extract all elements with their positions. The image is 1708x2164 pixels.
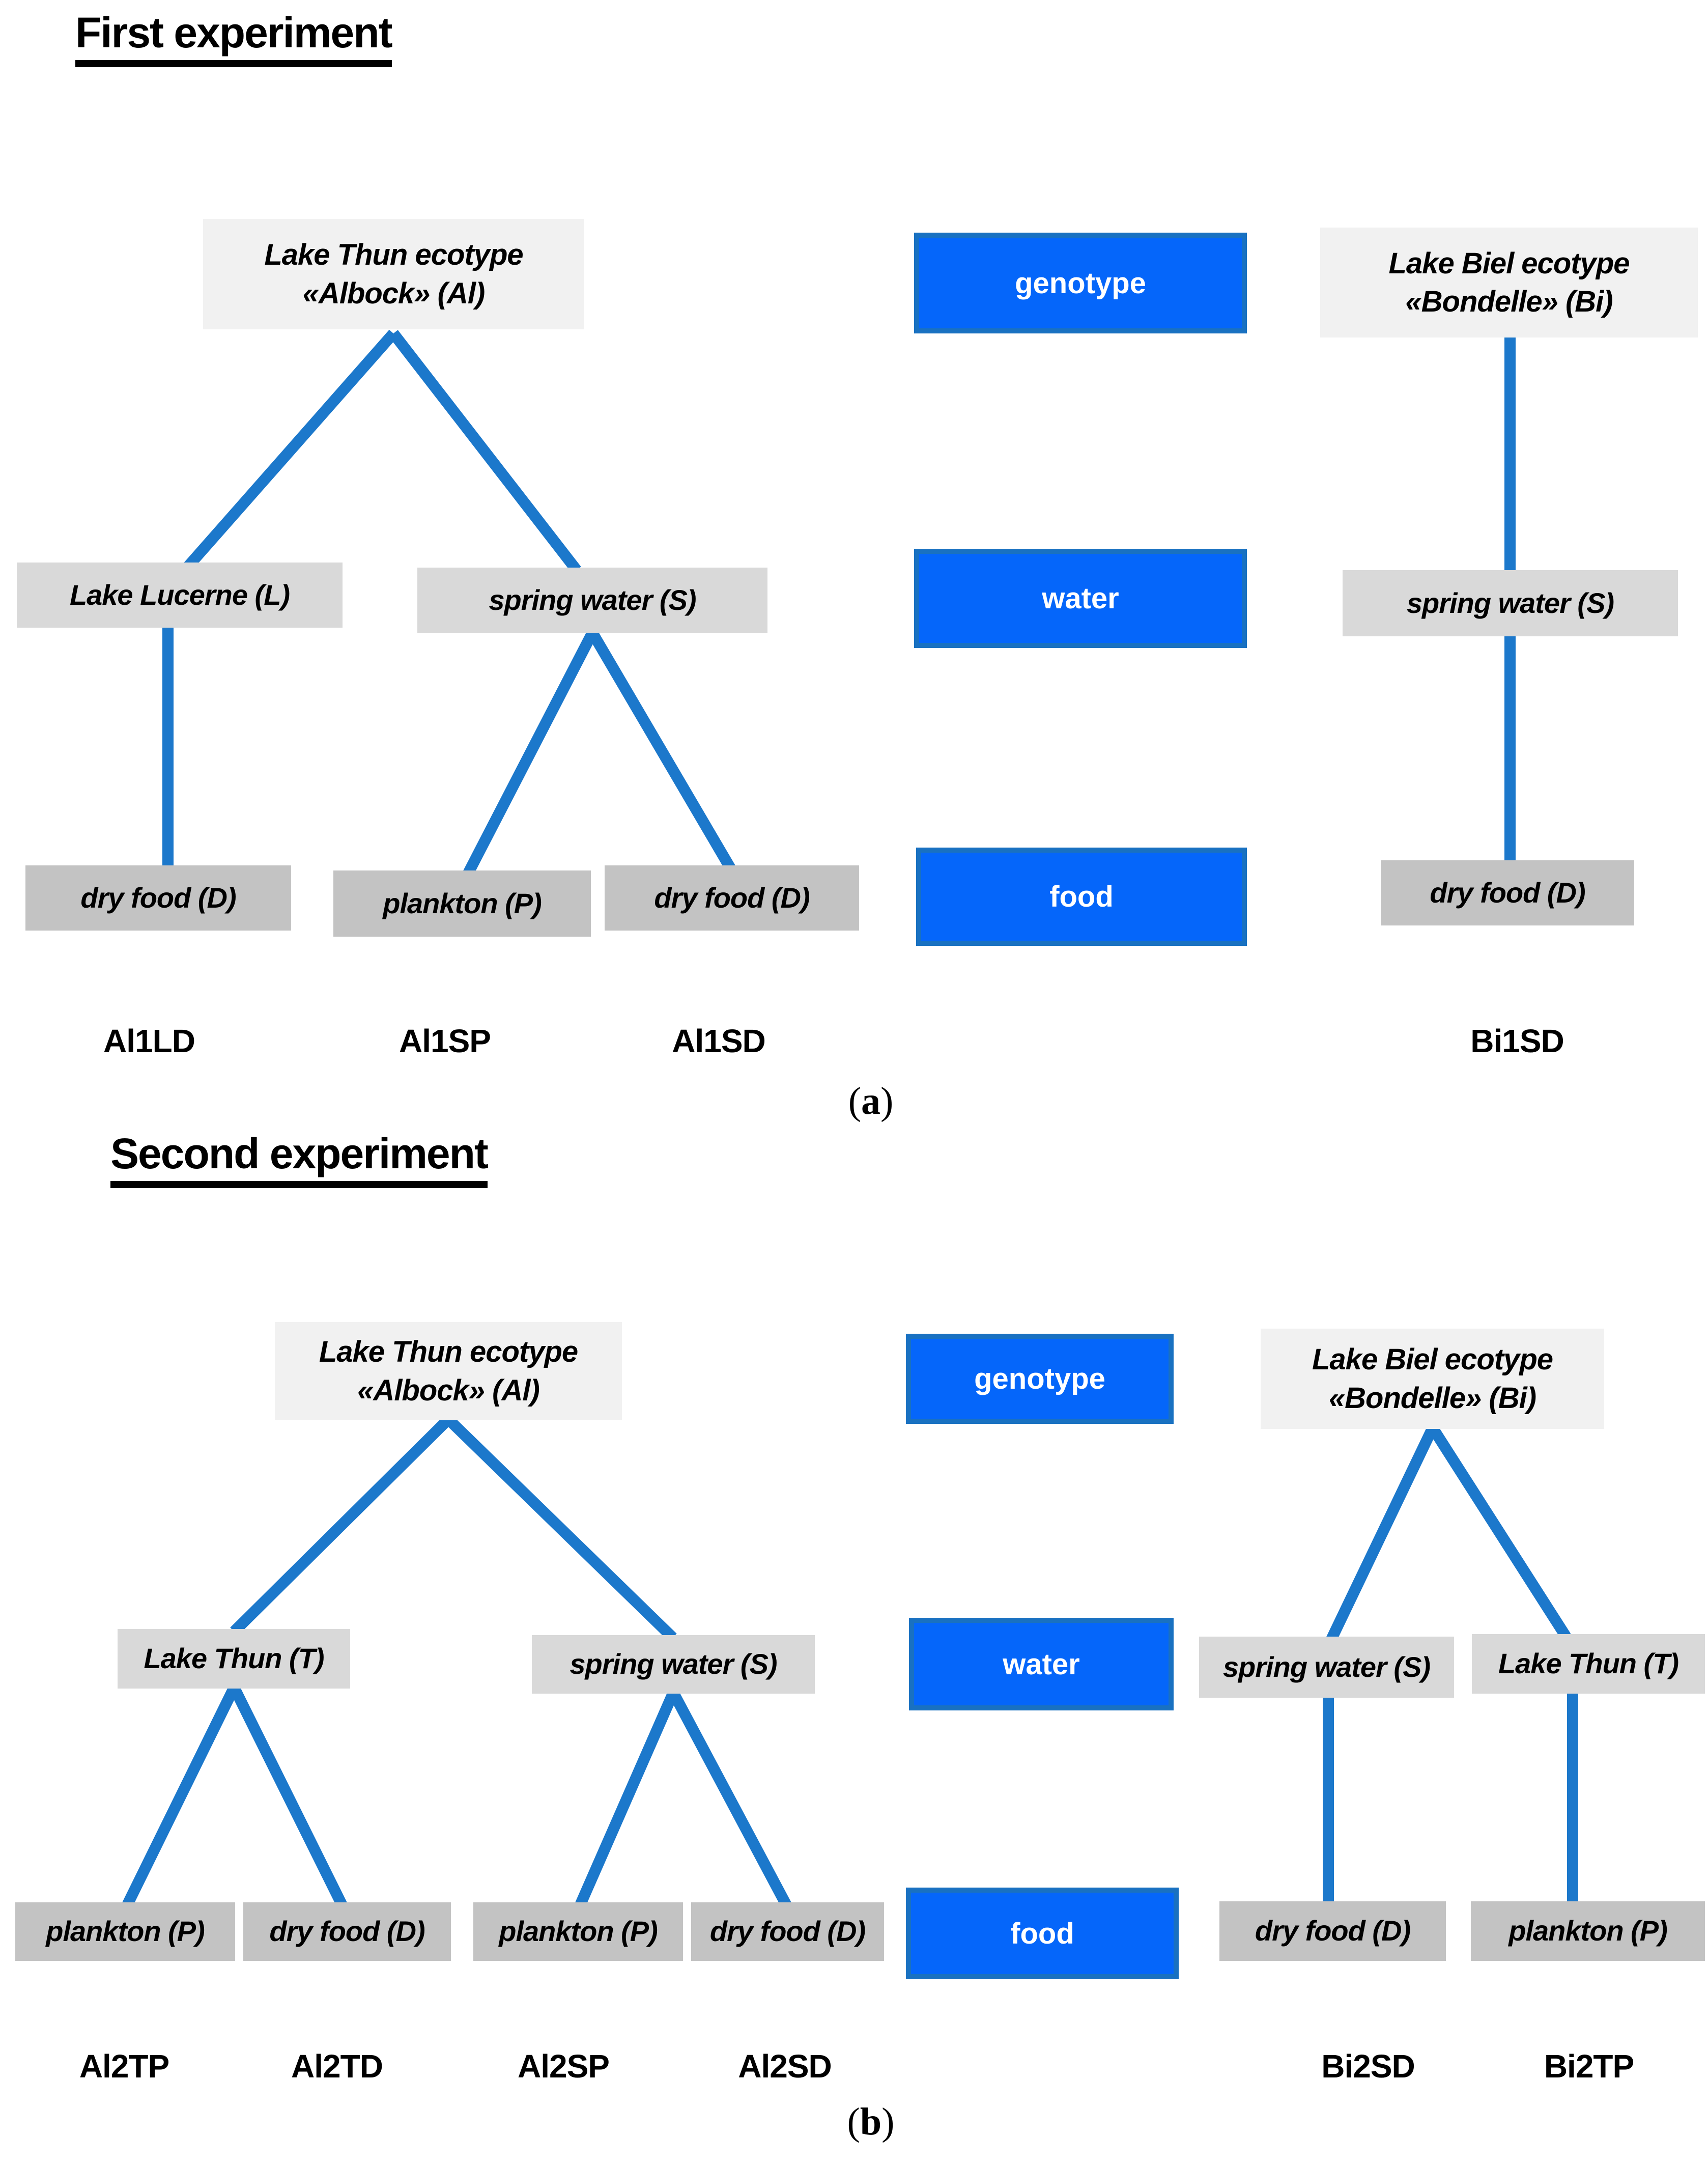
caption-a-open: ( [848,1080,861,1122]
legend-exp1-genotype: genotype [914,233,1247,333]
node-exp1-dry-food-2: dry food (D) [605,865,859,931]
edge-exp2-root-springwater [444,1415,677,1642]
legend-exp2-genotype: genotype [906,1334,1174,1424]
edge-exp1-springwater-dryfood [587,630,735,871]
legend-exp1-food: food [916,848,1247,946]
edge-exp2-springwater-dryfood [668,1690,791,1908]
node-exp2-plankton-1: plankton (P) [15,1902,235,1961]
edge-exp2-biel-springwater [1326,1425,1438,1642]
node-exp1-bi-dry-food: dry food (D) [1381,860,1634,925]
label-exp1-al1ld: Al1LD [103,1023,195,1059]
caption-b-close: ) [881,2100,895,2143]
node-exp2-lake-thun: Lake Thun (T) [118,1629,350,1689]
label-exp1-al1sd: Al1SD [672,1023,766,1059]
caption-b-letter: b [860,2100,882,2143]
node-exp1-bi-spring-water: spring water (S) [1343,570,1678,636]
node-exp2-bi-plankton: plankton (P) [1471,1901,1705,1961]
edge-exp1-root-springwater [389,330,581,574]
label-exp2-al2td: Al2TD [291,2048,383,2085]
node-exp1-plankton: plankton (P) [333,870,591,937]
node-exp2-dry-food-2: dry food (D) [691,1902,884,1961]
edge-exp1-springwater-plankton [463,630,597,876]
caption-a-close: ) [880,1080,894,1122]
edge-exp2-springwater-plankton [575,1690,679,1907]
legend-exp1-water: water [914,549,1247,648]
caption-b-open: ( [847,2100,860,2143]
heading-second-experiment: Second experiment [110,1132,489,1188]
node-exp1-dry-food-1: dry food (D) [25,865,291,931]
node-exp2-bi-dry-food: dry food (D) [1219,1901,1446,1961]
node-exp2-bi-root: Lake Biel ecotype «Bondelle» (Bi) [1261,1329,1604,1429]
label-exp1-al1sp: Al1SP [399,1023,491,1059]
label-exp2-al2sd: Al2SD [738,2048,832,2085]
legend-exp2-food: food [906,1888,1179,1979]
node-exp1-spring-water: spring water (S) [417,568,767,633]
label-exp2-bi2tp: Bi2TP [1544,2048,1634,2085]
caption-a-letter: a [861,1080,880,1122]
node-exp2-bi-spring-water: spring water (S) [1199,1637,1454,1698]
edge-exp2-lakethun-dryfood [229,1685,347,1907]
edge-exp1-root-lucerne [184,329,398,570]
node-exp1-lake-lucerne: Lake Lucerne (L) [17,563,343,628]
edge-exp2-root-lakethun [230,1415,452,1636]
label-exp1-bi1sd: Bi1SD [1470,1023,1564,1059]
caption-b: (b) [815,2100,927,2144]
label-exp2-bi2sd: Bi2SD [1321,2048,1415,2085]
node-exp2-dry-food-1: dry food (D) [243,1902,451,1961]
edge-exp2-lakethun-plankton [122,1685,239,1907]
node-exp2-bi-lake-thun: Lake Thun (T) [1472,1634,1705,1694]
node-exp1-bi-root: Lake Biel ecotype «Bondelle» (Bi) [1320,228,1698,338]
node-exp2-al-root: Lake Thun ecotype «Albock» (Al) [275,1322,622,1420]
label-exp2-al2tp: Al2TP [79,2048,169,2085]
heading-first-experiment: First experiment [75,11,393,67]
edge-exp2-biel-lakethun [1428,1425,1571,1640]
legend-exp2-water: water [909,1618,1174,1710]
node-exp1-al-root: Lake Thun ecotype «Albock» (Al) [203,219,584,329]
node-exp2-plankton-2: plankton (P) [473,1902,683,1961]
node-exp2-spring-water: spring water (S) [532,1635,815,1694]
label-exp2-al2sp: Al2SP [518,2048,610,2085]
caption-a: (a) [815,1079,927,1123]
